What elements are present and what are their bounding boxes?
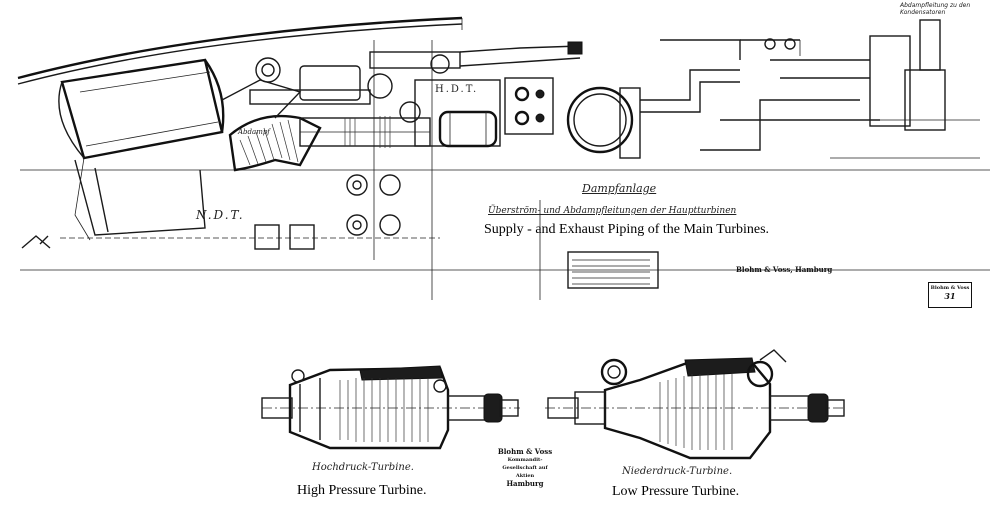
legend-table [567, 251, 659, 289]
maker-stamp: Blohm & Voss, Hamburg [736, 265, 833, 274]
exhaust-bellows [221, 79, 322, 172]
aux-valve-box [504, 77, 554, 135]
reference-lines [20, 40, 990, 300]
center-stamp-line1: Blohm & Voss [497, 447, 553, 456]
sheet-box-title: Blohm & Voss [930, 285, 970, 291]
caption-supply-exhaust: Supply - and Exhaust Piping of the Main … [484, 222, 770, 237]
label-ndt: N.D.T. [196, 208, 245, 222]
center-stamp-line3: Hamburg [506, 479, 544, 488]
lp-turbine-drawing [545, 349, 845, 460]
main-steam-pipes [249, 41, 583, 148]
condenser [566, 86, 641, 159]
lp-caption: Low Pressure Turbine. [612, 484, 740, 499]
center-stamp: Blohm & Voss Kommandit-Gesellschaft auf … [495, 448, 555, 488]
hp-turbine-drawing [261, 365, 520, 450]
sheet-box: Blohm & Voss 31 [928, 282, 972, 308]
hp-caption: High Pressure Turbine. [297, 483, 427, 498]
ndt-casing [58, 58, 225, 241]
hdt-casing [414, 79, 501, 148]
deck-machinery [21, 174, 401, 250]
pipe-note: Abdampf [238, 128, 270, 136]
lp-label-german: Niederdruck-Turbine. [622, 466, 733, 477]
german-subtitle: Überström- und Abdampfleitungen der Haup… [488, 206, 737, 216]
label-hdt: H.D.T. [435, 84, 479, 95]
sheet-number: 31 [944, 291, 956, 301]
center-stamp-line2: Kommandit-Gesellschaft auf Aktien [502, 457, 548, 479]
corner-note: Abdampfleitung zu den Kondensatoren [900, 2, 971, 16]
right-piping [640, 19, 980, 159]
hp-label-german: Hochdruck-Turbine. [312, 462, 414, 473]
german-title: Dampfanlage [582, 182, 657, 195]
hull-outline [17, 16, 463, 85]
